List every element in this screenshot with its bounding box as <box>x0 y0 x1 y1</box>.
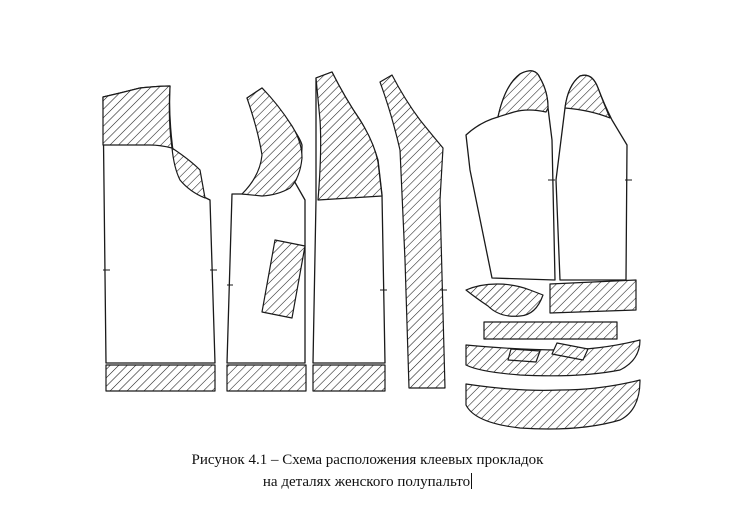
sleeve-upper-piece <box>465 70 556 281</box>
facing-piece <box>379 74 447 389</box>
collar-band <box>549 279 637 314</box>
side-front-interfacing-hem <box>226 364 307 392</box>
back-piece <box>102 85 217 392</box>
side-front-piece <box>226 87 307 392</box>
text-cursor <box>471 473 473 489</box>
figure-caption-line-1: Рисунок 4.1 – Схема расположения клеевых… <box>191 452 544 468</box>
caption-line-2-text: на деталях женского полупальто <box>262 474 471 490</box>
sleeve-under-piece <box>555 74 632 281</box>
side-front-interfacing-armhole <box>241 87 303 197</box>
figure-caption-line-2: на деталях женского полупальто <box>0 473 735 491</box>
front-piece <box>312 71 387 392</box>
tab-left <box>507 348 541 363</box>
collar-stand-curved <box>465 283 544 317</box>
small-parts <box>465 279 641 430</box>
back-interfacing-hem <box>105 364 216 392</box>
collar-top <box>465 379 641 430</box>
sleeve-under-interfacing <box>564 74 611 119</box>
front-interfacing-shoulder <box>315 71 383 201</box>
front-interfacing-hem <box>312 364 386 392</box>
strip <box>483 321 618 340</box>
side-front-interfacing-pocket <box>261 239 306 319</box>
undercollar <box>465 339 641 377</box>
tab-right <box>551 342 589 361</box>
back-interfacing-armhole <box>171 147 206 199</box>
back-interfacing-shoulder <box>102 85 173 149</box>
sleeve-upper-interfacing <box>497 70 549 118</box>
